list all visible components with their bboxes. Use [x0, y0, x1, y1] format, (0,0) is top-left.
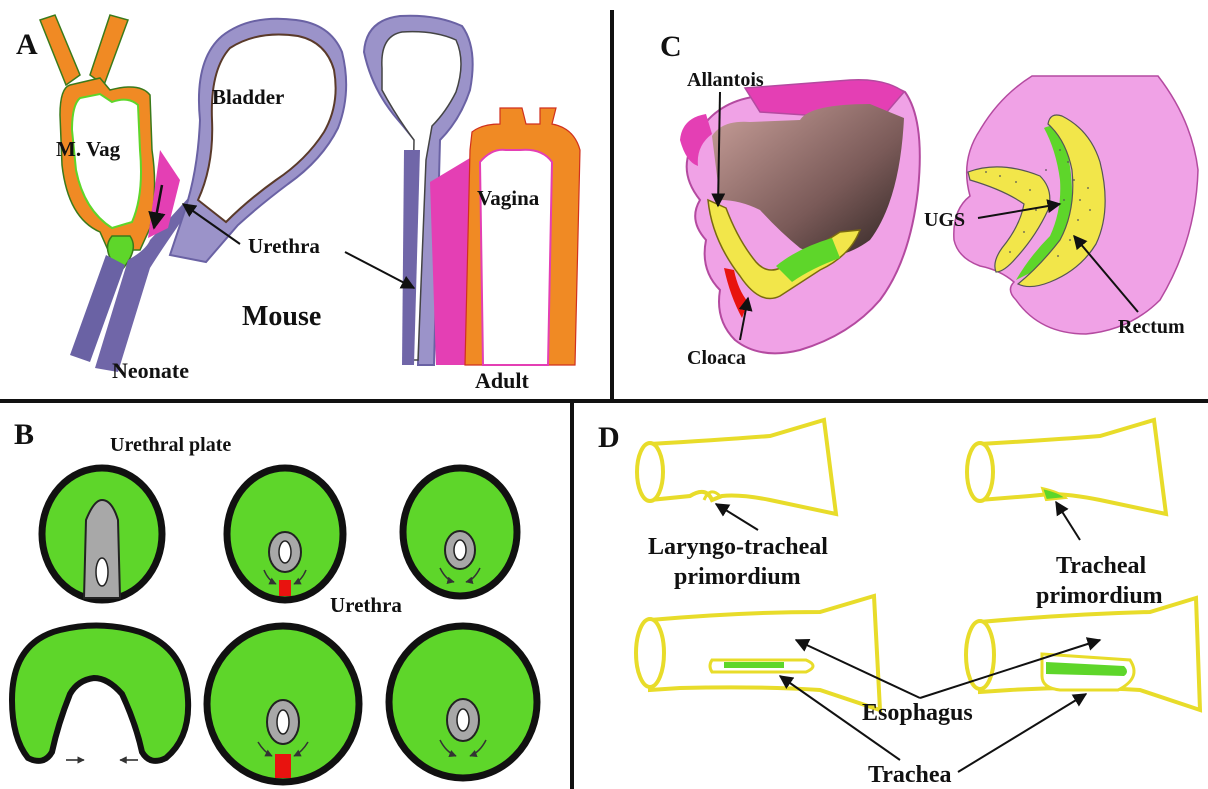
b-section-5 — [207, 626, 359, 782]
c-embryo-right — [954, 76, 1198, 334]
panel-a: A M. Vag Bladder Urethra Mouse Neonate — [16, 15, 580, 393]
d-gut-1 — [637, 420, 836, 514]
label-vagina: Vagina — [477, 186, 540, 210]
label-urethral-plate: Urethral plate — [110, 434, 231, 456]
label-adult: Adult — [475, 368, 529, 393]
panel-a-letter: A — [16, 28, 38, 61]
tracheal-arrow — [1056, 502, 1080, 540]
b-section-3 — [403, 468, 517, 596]
d-gut-2 — [967, 420, 1166, 514]
label-bladder: Bladder — [212, 85, 284, 109]
label-trachea: Trachea — [868, 762, 952, 788]
c-embryo-left — [680, 80, 920, 354]
d-gut-4 — [966, 598, 1200, 710]
b-section-2 — [227, 468, 343, 600]
label-allantois: Allantois — [687, 69, 764, 91]
label-laryngo-line1: Laryngo-tracheal — [648, 534, 828, 560]
label-mouse: Mouse — [242, 301, 321, 332]
d-gut-3 — [636, 596, 880, 710]
label-tracheal-line2: primordium — [1036, 583, 1163, 609]
label-rectum: Rectum — [1118, 316, 1185, 338]
b-section-6 — [389, 626, 537, 778]
panel-b: B Urethral plate Urethra — [12, 418, 537, 782]
label-ugs: UGS — [924, 209, 965, 231]
label-urethra-b: Urethra — [330, 593, 402, 617]
panel-c: C Allantois Cloaca — [660, 30, 1198, 369]
panel-d: D Laryngo-tracheal primordium Tracheal — [598, 420, 1200, 788]
adult-vagina — [430, 108, 580, 365]
panel-d-letter: D — [598, 421, 620, 454]
label-laryngo-line2: primordium — [674, 564, 801, 590]
label-esophagus: Esophagus — [862, 700, 973, 726]
panel-c-letter: C — [660, 30, 682, 63]
label-cloaca: Cloaca — [687, 347, 746, 369]
laryngo-arrow — [716, 504, 758, 530]
label-tracheal-line1: Tracheal — [1056, 553, 1147, 579]
trachea-arrow-right — [958, 694, 1086, 772]
label-neonate: Neonate — [112, 358, 189, 383]
label-urethra-a: Urethra — [248, 234, 320, 258]
label-m-vag: M. Vag — [56, 137, 121, 161]
b-section-4 — [12, 625, 188, 760]
b-section-1 — [42, 468, 162, 600]
panel-b-letter: B — [14, 418, 34, 451]
